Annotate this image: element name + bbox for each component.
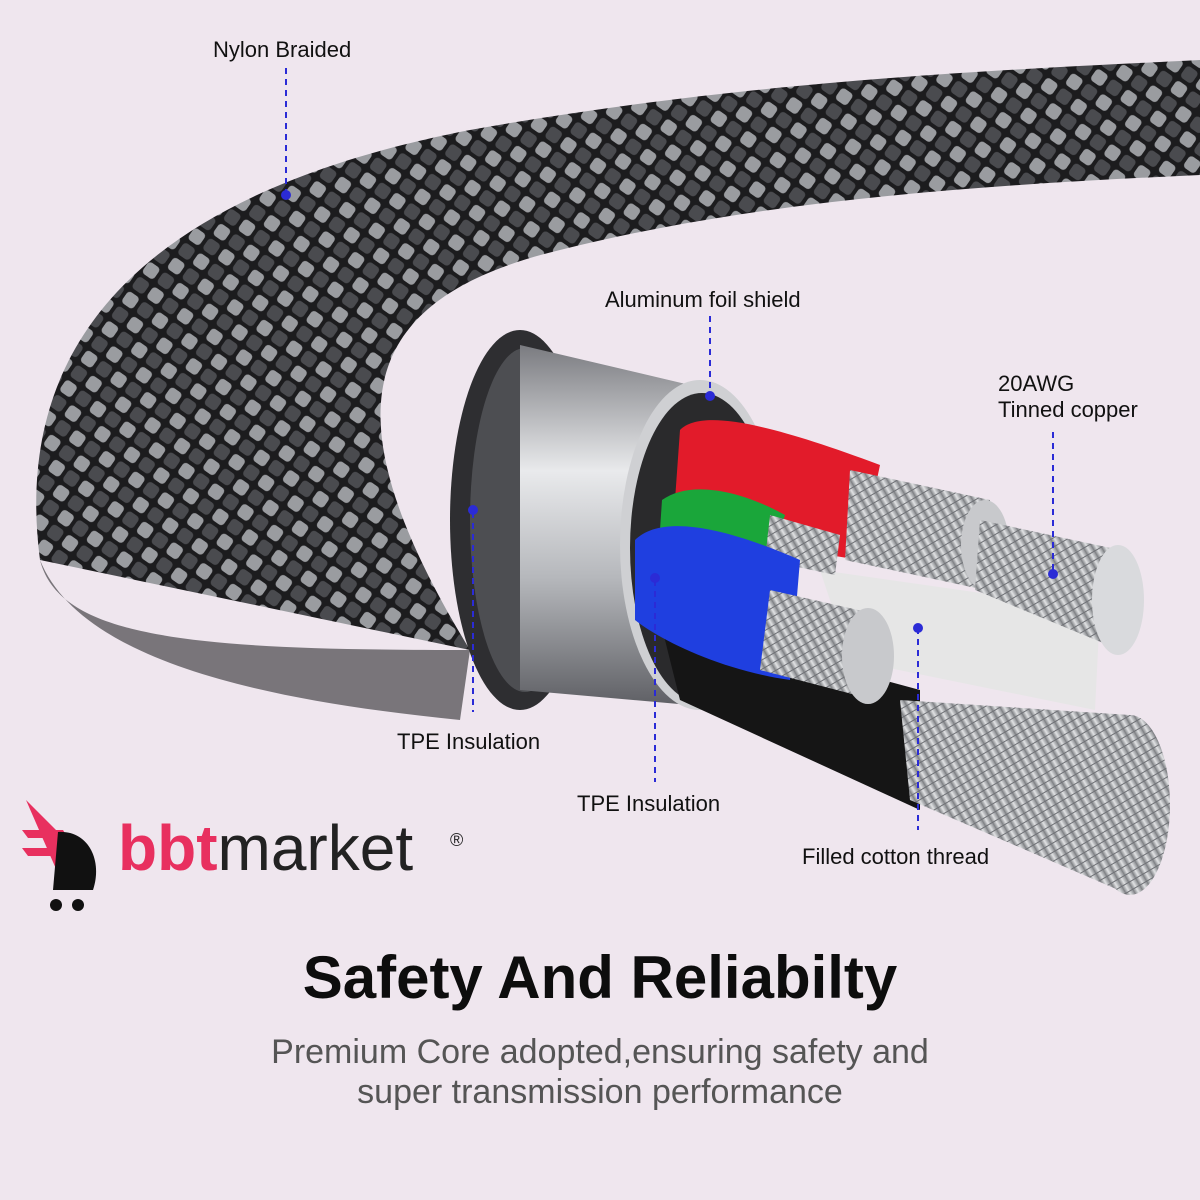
callout-dots [281,190,1058,633]
label-nylon-braided: Nylon Braided [213,37,352,62]
wire-tinned-copper [975,520,1120,650]
wire-black-insulation [660,620,920,810]
label-tinned-copper-line: Tinned copper [998,397,1138,422]
braided-cable-body [36,60,1200,650]
subline: Premium Core adopted,ensuring safety and… [0,1032,1200,1112]
subline-line-2: super transmission performance [357,1073,843,1111]
callout-lines [285,68,1054,830]
label-aluminum-foil-shield: Aluminum foil shield [605,287,801,312]
wire-blue-insulation [635,526,800,680]
headline: Safety And Reliabilty [302,944,898,1011]
registered-mark: ® [450,830,464,850]
brand-logo: bbtmarket ® [18,790,488,920]
braided-cable-shadow [40,560,470,720]
brand-wordmark: bbtmarket [118,812,413,884]
label-tpe-insulation-inner: TPE Insulation [577,791,721,816]
label-20awg-tinned-copper: 20AWG Tinned copper [998,371,1138,423]
brand-rest-text: market [217,812,414,884]
label-filled-cotton-thread: Filled cotton thread [802,844,990,869]
cart-wing-icon [22,800,97,911]
brand-accent-text: bbt [118,812,218,884]
label-20awg-line: 20AWG [998,371,1075,396]
label-tpe-insulation-outer: TPE Insulation [397,729,541,754]
subline-line-1: Premium Core adopted,ensuring safety and [271,1033,929,1071]
